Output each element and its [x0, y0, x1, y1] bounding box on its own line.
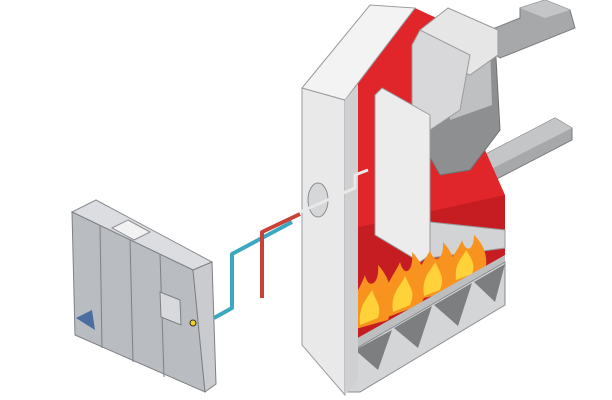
boiler-front-wall [301, 87, 346, 397]
baffle-panel-front [374, 87, 431, 263]
sensor-probe [299, 168, 369, 214]
control-cabinet [70, 199, 217, 393]
flame-core [392, 276, 413, 312]
boiler-wall-top [301, 4, 416, 101]
hopper [394, 306, 432, 348]
hopper [474, 264, 505, 302]
door-seam [129, 239, 134, 363]
grate-shelf [429, 221, 506, 259]
bottom-hoppers [344, 255, 506, 393]
flame-core [455, 250, 474, 280]
cabinet-side [192, 261, 217, 393]
logo-mark [76, 310, 95, 330]
hopper [355, 330, 392, 370]
flame-core [359, 290, 380, 325]
emergency-stop-icon [189, 319, 197, 327]
flame-core [423, 262, 443, 296]
upper-flue-pipe-top [520, 0, 570, 18]
boiler-wall-side [345, 84, 358, 395]
hopper-floor [345, 255, 505, 355]
top-box [110, 219, 152, 241]
control-panel [159, 291, 182, 326]
supply-pipe-red [260, 212, 301, 298]
door-seam [99, 224, 103, 349]
return-pipe-blue [213, 220, 293, 320]
hopper [434, 283, 472, 326]
